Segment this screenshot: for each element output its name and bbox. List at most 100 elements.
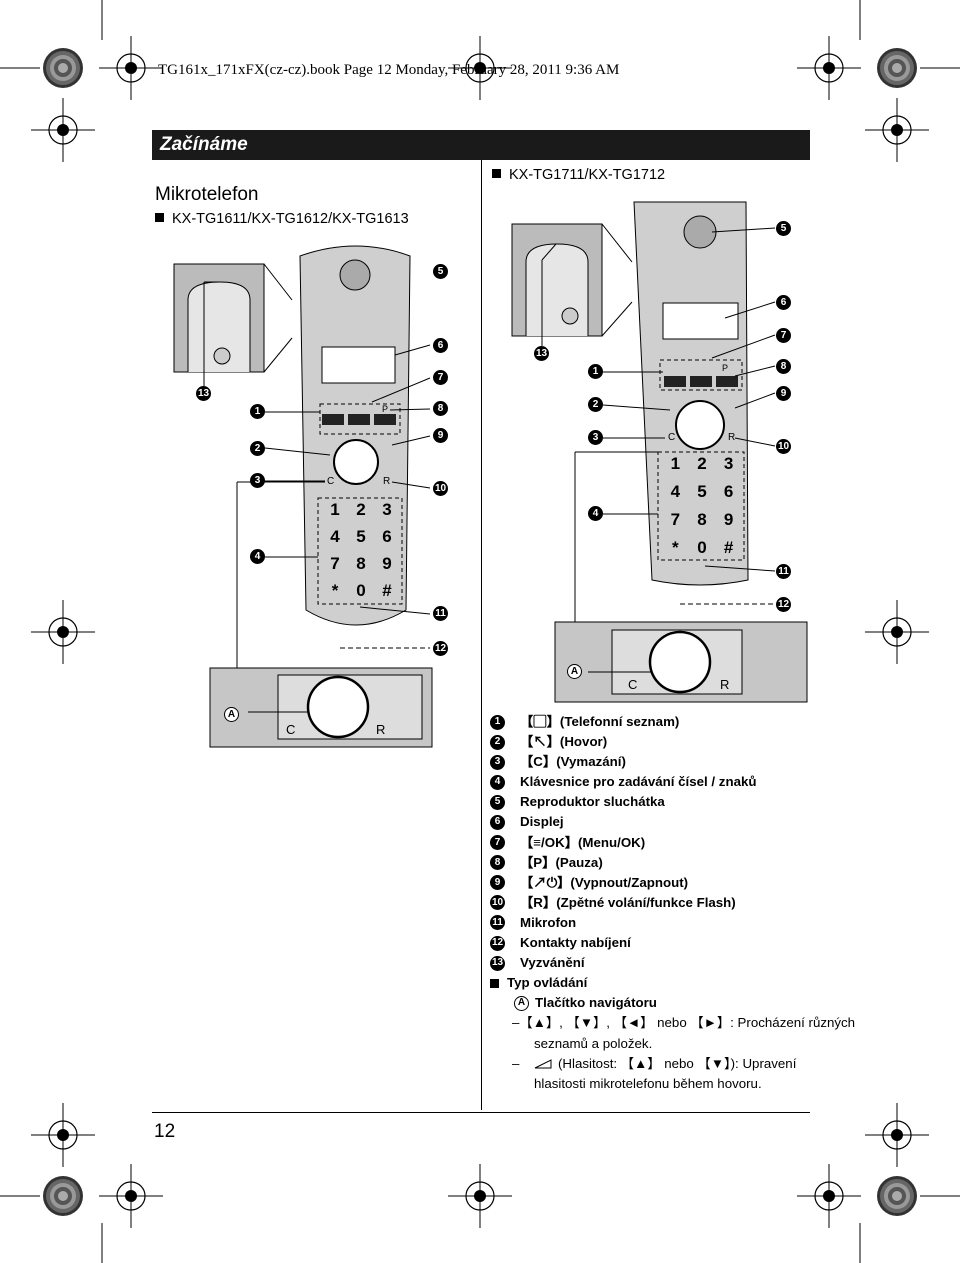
- keypad-left: 1 2 3 4 5 6 7 8 9 * 0 #: [322, 500, 400, 601]
- key-c-label-right: C: [628, 677, 638, 692]
- callout-10-left: 10: [433, 481, 448, 496]
- legend-text: Reproduktor sluchátka: [520, 794, 665, 810]
- key-9: 9: [723, 510, 734, 529]
- key-0: 0: [697, 538, 707, 557]
- callout-8-right: 8: [776, 359, 791, 374]
- callout-7-right: 7: [776, 328, 791, 343]
- legend-text: Displej: [520, 814, 564, 830]
- handset-p-key-right: P: [722, 363, 729, 373]
- callout-13-left: 13: [196, 386, 211, 401]
- legend-item: 1【▢】(Telefonní seznam): [490, 712, 820, 732]
- callout-3-right: 3: [588, 430, 603, 445]
- square-bullet-icon: [155, 213, 164, 222]
- handset-c-key-right: C: [668, 432, 676, 443]
- volume-icon: [534, 1058, 552, 1069]
- handset-p-key: P: [382, 404, 389, 414]
- square-bullet-icon: [490, 978, 499, 988]
- callout-10-right: 10: [776, 439, 791, 454]
- footer-rule: [152, 1112, 810, 1113]
- legend-text: Klávesnice pro zadávání čísel / znaků: [520, 774, 757, 790]
- key-2: 2: [697, 454, 707, 473]
- model-right-text: KX-TG1711/KX-TG1712: [509, 167, 666, 183]
- key-r-label: R: [376, 722, 386, 737]
- legend-text: Vyzvánění: [520, 955, 585, 971]
- legend-item: 13 Vyzvánění: [490, 953, 820, 973]
- legend-item: 7 【≡/OK】(Menu/OK): [490, 833, 820, 853]
- legend-text: 【↗⏻】(Vypnout/Zapnout): [520, 874, 689, 890]
- page-number: 12: [154, 1121, 176, 1142]
- key-2: 2: [356, 500, 366, 519]
- legend-number: 5: [490, 794, 505, 810]
- legend-number: 12: [490, 935, 505, 951]
- display: [321, 346, 396, 384]
- handset-body: [299, 245, 411, 626]
- callout-6-right: 6: [776, 295, 791, 310]
- nav-dash-1: –【▲】, 【▼】, 【◄】 nebo 【►】: Procházení různ…: [490, 1013, 855, 1033]
- square-bullet-icon: [492, 169, 501, 178]
- callout-9-left: 9: [433, 428, 448, 443]
- legend-number: 7: [490, 835, 505, 851]
- legend-text: 【≡/OK】(Menu/OK): [520, 834, 646, 850]
- key-6: 6: [382, 527, 392, 546]
- legend-text: 【R】(Zpětné volání/funkce Flash): [520, 894, 736, 910]
- legend-number: 13: [490, 955, 505, 971]
- running-header: TG161x_171xFX(cz-cz).book Page 12 Monday…: [158, 62, 620, 78]
- key-star: *: [331, 581, 339, 600]
- handset-body-right: [633, 201, 749, 586]
- speaker-icon: [339, 259, 371, 291]
- callout-11-left: 11: [433, 606, 448, 621]
- legend-item: 8【P】(Pauza): [490, 853, 820, 873]
- keypad-right: 1 2 3 4 5 6 7 8 9 * 0 #: [662, 454, 742, 558]
- type-heading-text: Typ ovládání: [507, 975, 588, 991]
- callout-5-left: 5: [433, 264, 448, 279]
- callout-12-left: 12: [433, 641, 448, 656]
- legend-text: Mikrofon: [520, 914, 577, 930]
- key-8: 8: [697, 510, 707, 529]
- column-divider: [481, 160, 482, 1110]
- navigator-key-right: [675, 400, 725, 450]
- navigator-key: [333, 439, 379, 485]
- callout-8-left: 8: [433, 401, 448, 416]
- callout-a-left: A: [224, 707, 239, 722]
- nav-letter: A: [514, 995, 529, 1011]
- nav-heading-text: Tlačítko navigátoru: [535, 995, 657, 1011]
- key-3: 3: [723, 454, 734, 473]
- key-hash: #: [382, 581, 392, 600]
- legend-number: 2: [490, 734, 505, 750]
- callout-11-right: 11: [776, 564, 791, 579]
- callout-12-right: 12: [776, 597, 791, 612]
- callout-1-right: 1: [588, 364, 603, 379]
- key-4: 4: [330, 527, 340, 546]
- callout-6-left: 6: [433, 338, 448, 353]
- key-1: 1: [330, 500, 340, 519]
- callout-13-right: 13: [534, 346, 549, 361]
- nav-dash-2-cont: hlasitosti mikrotelefonu během hovoru.: [490, 1074, 820, 1094]
- legend-number: 1: [490, 714, 505, 730]
- key-c-label: C: [286, 722, 296, 737]
- callout-7-left: 7: [433, 370, 448, 385]
- legend-number: 10: [490, 895, 505, 911]
- key-1: 1: [670, 454, 681, 473]
- nav-dash-2-text: (Hlasitost: 【▲】 nebo 【▼】): Upravení: [558, 1055, 797, 1071]
- speaker-icon-right: [683, 215, 717, 249]
- callout-a-right: A: [567, 664, 582, 679]
- key-7: 7: [670, 510, 681, 529]
- callout-3-left: 3: [250, 473, 265, 488]
- key-6: 6: [723, 482, 734, 501]
- legend: 1【▢】(Telefonní seznam) 2【↖】(Hovor) 3【C】(…: [490, 712, 855, 1094]
- legend-item: 10 【R】(Zpětné volání/funkce Flash): [490, 893, 820, 913]
- model-right: KX-TG1711/KX-TG1712: [492, 167, 665, 183]
- model-left-text: KX-TG1611/KX-TG1612/KX-TG1613: [172, 211, 409, 227]
- legend-number: 6: [490, 815, 505, 831]
- handset-c-key: C: [327, 476, 335, 487]
- legend-number: 3: [490, 754, 505, 770]
- callout-1-left: 1: [250, 404, 265, 419]
- legend-item: 9【↗⏻】(Vypnout/Zapnout): [490, 873, 820, 893]
- section-bar: Začínáme: [152, 130, 810, 160]
- callout-4-left: 4: [250, 549, 265, 564]
- subtitle: Mikrotelefon: [155, 184, 259, 205]
